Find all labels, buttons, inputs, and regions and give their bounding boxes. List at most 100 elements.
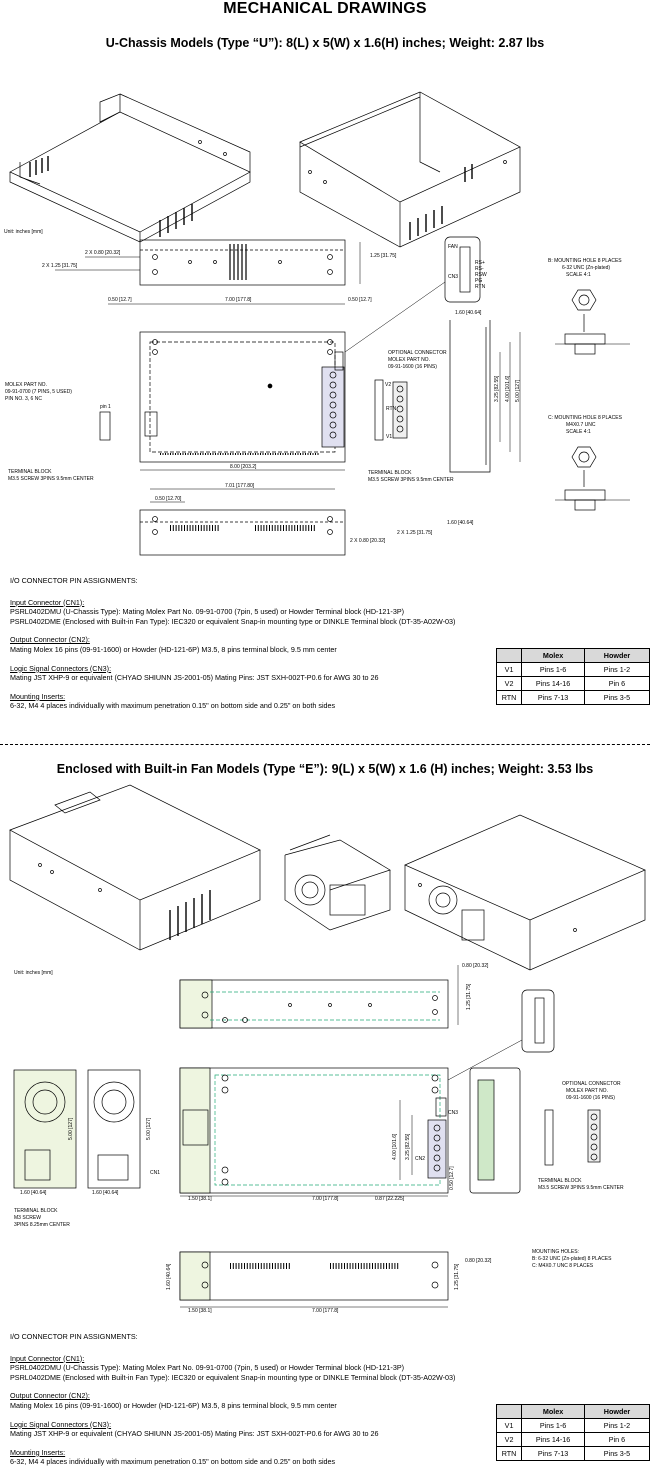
u-fan-connector-detail: FAN CN3 RS+ RS- RSW PG RTN: [444, 236, 487, 303]
e-mount-label: Mounting Inserts:: [10, 1447, 66, 1457]
e-pin-table-header: Molex Howder: [495, 1404, 650, 1419]
u-hole-b-3: SCALE 4:1: [566, 272, 591, 278]
e-end-view-left: [13, 1069, 77, 1189]
u-hole-c-3: SCALE 4:1: [566, 429, 591, 435]
e-top-view: [179, 979, 449, 1029]
u-dim-d12: 2 X 0.80 [20.32]: [350, 538, 386, 544]
u-dim-d4: 0.50 [12.7]: [108, 297, 132, 303]
e-terminal2-note-2: M3.5 SCREW 3PINS 9.5mm CENTER: [538, 1185, 624, 1191]
e-terminal-note-1: TERMINAL BLOCK: [14, 1208, 58, 1214]
e-mount-holes-2: B: 6-32 UNC (Zn-plated) 8 PLACES: [532, 1256, 612, 1262]
u-input-line-2: PSRL0402DME (Enclosed with Built-in Fan …: [10, 616, 456, 626]
e-logic-line-1: Mating JST XHP-9 or equivalent (CHYAO SH…: [10, 1429, 379, 1439]
e-plan-view: [179, 1067, 449, 1194]
e-dim-d10: 4.00 [101.6]: [392, 1133, 398, 1160]
u-hole-c-1: C: MOUNTING HOLE 8 PLACES: [548, 415, 623, 421]
table-row: V1 Pins 1-6 Pins 1-2: [495, 1418, 650, 1433]
e-pin-table-header-molex: Molex: [521, 1404, 585, 1419]
table-cell: Pins 14-16: [521, 1432, 585, 1447]
u-output-label: Output Connector (CN2):: [10, 635, 90, 645]
u-dim-d6: 0.50 [12.7]: [348, 297, 372, 303]
u-rsw-label: RSW: [475, 272, 487, 278]
table-row: RTN Pins 7-13 Pins 3-5: [495, 1446, 650, 1461]
u-hole-detail-b: B: MOUNTING HOLE 8 PLACES 6-32 UNC (Zn-p…: [548, 258, 630, 355]
u-hole-b-1: B: MOUNTING HOLE 8 PLACES: [548, 258, 622, 264]
u-dim-d5: 7.00 [177.8]: [225, 297, 252, 303]
u-rs-plus-label: RS+: [475, 260, 485, 266]
e-opt-conn-3: 09-91-1600 (16 PINS): [566, 1095, 615, 1101]
e-dim-d5: 1.50 [38.1]: [188, 1196, 212, 1202]
u-dim-d8: 7.01 [177.80]: [225, 483, 255, 489]
u-mount-label: Mounting Inserts:: [10, 691, 66, 701]
u-molex-note-3: PIN NO. 3, 6 NC: [5, 396, 42, 402]
u-v1-label: V1: [386, 434, 392, 440]
table-cell: Pins 1-6: [521, 662, 585, 677]
e-dim-d17: 7.00 [177.8]: [312, 1308, 339, 1314]
e-dim-d16: 1.50 [38.1]: [188, 1308, 212, 1314]
table-cell: RTN: [495, 690, 523, 705]
e-mount-holes-1: MOUNTING HOLES:: [532, 1249, 579, 1255]
u-pin-table: Molex Howder V1 Pins 1-6 Pins 1-2 V2 Pin…: [495, 648, 650, 705]
u-rtn-label: RTN: [475, 284, 486, 290]
u-dim-d13: 1.60 [40.64]: [455, 310, 482, 316]
e-input-line-2: PSRL0402DME (Enclosed with Built-in Fan …: [10, 1372, 456, 1382]
e-io-assignments: I/O CONNECTOR PIN ASSIGNMENTS: Input Con…: [10, 1332, 480, 1467]
u-fan-label: FAN: [448, 244, 458, 250]
u-pin-table-header: Molex Howder: [495, 648, 650, 663]
u-output-connector-detail: V2 RTN V1: [374, 379, 408, 441]
table-cell: Pins 1-2: [583, 1418, 650, 1433]
u-mount-line-1: 6-32, M4 4 places individually with maxi…: [10, 701, 336, 711]
e-cn3-label: CN3: [448, 1110, 458, 1116]
u-side-profile: 1.60 [40.64] 3.25 [82.55] 4.00 [101.6] 5…: [449, 310, 521, 473]
e-io-heading: I/O CONNECTOR PIN ASSIGNMENTS:: [10, 1332, 138, 1341]
u-output-line-1: Mating Molex 16 pins (09-91-1600) or How…: [10, 644, 337, 654]
u-rtn-out-label: RTN: [386, 406, 397, 412]
u-dim-d14: 3.25 [82.55]: [494, 375, 500, 402]
section-u-title: U-Chassis Models (Type “U”): 8(L) x 5(W)…: [105, 36, 545, 50]
e-isometric-left: [9, 784, 261, 951]
e-dim-d1: 0.80 [20.32]: [462, 963, 489, 969]
section-divider: [0, 744, 650, 745]
e-pin-table: Molex Howder V1 Pins 1-6 Pins 1-2 V2 Pin…: [495, 1404, 650, 1461]
e-front-view: [179, 1251, 449, 1301]
u-logic-line-1: Mating JST XHP-9 or equivalent (CHYAO SH…: [10, 673, 379, 683]
u-hole-detail-c: C: MOUNTING HOLE 8 PLACES M4X0.7 UNC SCA…: [548, 415, 630, 511]
u-pin-table-header-howder: Howder: [583, 648, 650, 663]
u-dim-d10: 1.60 [40.64]: [447, 520, 474, 526]
table-cell: V2: [495, 676, 523, 691]
u-top-view: [139, 239, 346, 286]
e-fan-connector-detail: [521, 989, 555, 1053]
u-molex-note-1: MOLEX PART NO.: [5, 382, 47, 388]
u-terminal-note-2: M3.5 SCREW 3PINS 9.5mm CENTER: [8, 476, 94, 482]
section-e-title: Enclosed with Built-in Fan Models (Type …: [56, 762, 594, 776]
table-cell: Pins 1-6: [521, 1418, 585, 1433]
u-pin1-label: pin 1: [100, 404, 111, 410]
u-chassis-svg: Unit: inches [mm] 2 X 0.80 [20.32] 2 X 1…: [4, 91, 630, 556]
table-row: V2 Pins 14-16 Pin 6: [495, 676, 650, 691]
u-logic-label: Logic Signal Connectors (CN3):: [10, 663, 112, 673]
e-mount-holes-3: C: M4X0.7 UNC 8 PLACES: [532, 1263, 594, 1269]
u-dim-d9: 0.50 [12.70]: [155, 496, 182, 502]
e-opt-conn-1: OPTIONAL CONNECTOR: [562, 1081, 621, 1087]
u-chassis-drawings: Unit: inches [mm] 2 X 0.80 [20.32] 2 X 1…: [0, 52, 650, 577]
u-input-line-1: PSRL0402DMU (U-Chassis Type): Mating Mol…: [10, 607, 405, 617]
e-opt-conn-2: MOLEX PART NO.: [566, 1088, 608, 1094]
u-pg-label: PG: [475, 278, 482, 284]
e-cn2-label: CN2: [415, 1156, 425, 1162]
u-dim-d1: 2 X 0.80 [20.32]: [85, 250, 121, 256]
e-dim-d8: 5.00 [127]: [68, 1117, 74, 1140]
e-mount-line-1: 6-32, M4 4 places individually with maxi…: [10, 1457, 336, 1467]
u-cn3-label: CN3: [448, 274, 458, 280]
e-isometric-right: [404, 814, 646, 971]
table-row: V1 Pins 1-6 Pins 1-2: [495, 662, 650, 677]
u-isometric-left: [9, 93, 251, 243]
e-output-connector-detail: [544, 1109, 601, 1166]
e-dim-d13: 1.60 [40.64]: [166, 1263, 172, 1290]
u-molex-note-2: 09-91-0700 (7 PINS, 5 USED): [5, 389, 72, 395]
u-dim-d2: 2 X 1.25 [31.75]: [42, 263, 78, 269]
table-cell: RTN: [495, 1446, 523, 1461]
u-terminal2-note-2: M3.5 SCREW 3PINS 9.5mm CENTER: [368, 477, 454, 483]
table-cell: V2: [495, 1432, 523, 1447]
e-pin-table-header-blank: [495, 1404, 523, 1419]
e-side-profile: [469, 1067, 521, 1194]
